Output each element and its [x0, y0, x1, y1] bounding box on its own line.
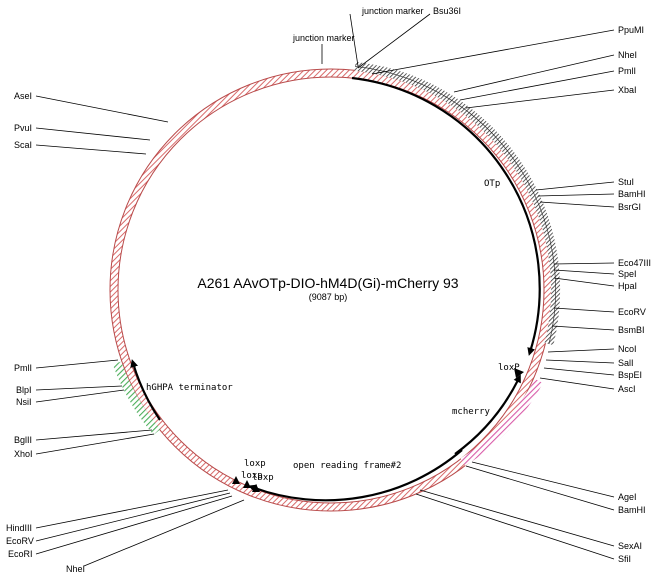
left-sites: AseI PvuI ScaI PmlI BlpI NsiI BglII XhoI…: [6, 91, 245, 574]
loxp-right-label: loxP: [498, 363, 520, 373]
mcherry-arrow: [454, 374, 521, 455]
mcherry-segment: [460, 378, 543, 466]
site-sali: SalI: [618, 358, 634, 368]
backbone-ring-fill: [110, 69, 552, 511]
mcherry-label: mcherry: [452, 407, 491, 417]
site-nhei-right: NheI: [618, 50, 637, 60]
site-bsrgi: BsrGI: [618, 202, 641, 212]
site-scai: ScaI: [14, 140, 32, 150]
site-nsii: NsiI: [16, 397, 32, 407]
loxp-mark-c: [252, 484, 260, 492]
loxp-label-b: loxp: [241, 471, 263, 481]
site-bamhi-right-2: BamHI: [618, 505, 646, 515]
site-bsmbi: BsmBI: [618, 325, 645, 335]
orf2-label: open reading frame#2: [293, 461, 401, 471]
site-ecorv-left: EcoRV: [6, 536, 34, 546]
site-sexai: SexAI: [618, 541, 642, 551]
site-nhei-left: NheI: [66, 564, 85, 574]
site-ecorv-right: EcoRV: [618, 307, 646, 317]
right-sites: PpuMI NheI PmlI XbaI StuI BamHI BsrGI Ec…: [371, 25, 651, 564]
site-ppumi: PpuMI: [618, 25, 644, 35]
otp-segment: [354, 61, 561, 346]
otp-arrow: [351, 76, 541, 356]
hghpa-label: hGHPA terminator: [146, 383, 233, 393]
loxp-right-mark: [514, 368, 524, 378]
site-ncoi: NcoI: [618, 344, 637, 354]
loxp-label-c: loxp: [252, 473, 274, 483]
site-blpi: BlpI: [16, 385, 32, 395]
site-hindiii: HindIII: [6, 523, 32, 533]
site-asci: AscI: [618, 384, 636, 394]
site-xbai: XbaI: [618, 85, 637, 95]
site-pmli-right: PmlI: [618, 66, 636, 76]
junction-marker-label-2: junction marker: [361, 6, 424, 16]
loxp-label-a: loxp: [244, 459, 266, 469]
otp-label: OTp: [484, 179, 500, 189]
site-bamhi-right-1: BamHI: [618, 189, 646, 199]
site-eco47iii: Eco47III: [618, 258, 651, 268]
site-xhoi: XhoI: [14, 449, 33, 459]
site-ecori: EcoRI: [8, 549, 33, 559]
otp-segment-outline: [354, 66, 556, 345]
site-pmli-left: PmlI: [14, 363, 32, 373]
plasmid-length: (9087 bp): [309, 292, 348, 302]
site-stui: StuI: [618, 177, 634, 187]
orf2-arrow: [248, 449, 463, 502]
site-sfii: SfiI: [618, 554, 631, 564]
site-bglii: BglII: [14, 435, 32, 445]
site-pvui: PvuI: [14, 123, 32, 133]
hghpa-arrow: [130, 359, 161, 421]
loxp-mark-b: [243, 480, 251, 488]
site-bspei: BspEI: [618, 370, 642, 380]
bsu36i-label: Bsu36I: [433, 6, 461, 16]
site-hpai: HpaI: [618, 281, 637, 291]
junction-marker-label-1: junction marker: [292, 33, 355, 43]
plasmid-name: A261 AAvOTp-DIO-hM4D(Gi)-mCherry 93: [197, 275, 458, 291]
site-spei: SpeI: [618, 269, 637, 279]
site-agei: AgeI: [618, 492, 637, 502]
terminator-segment: [112, 361, 161, 435]
loxp-mark-a: [232, 476, 240, 484]
site-asei: AseI: [14, 91, 32, 101]
